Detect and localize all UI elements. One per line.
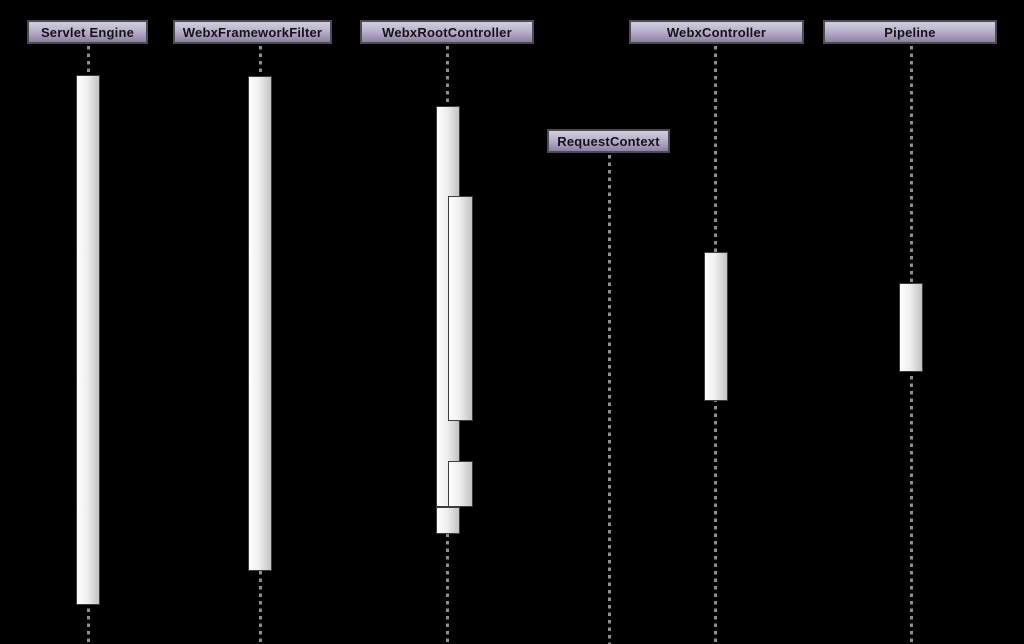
lifeline-label-request-context: RequestContext	[557, 133, 660, 149]
lifeline-label-webx-root-controller: WebxRootController	[382, 24, 512, 40]
activation-webx-controller	[704, 252, 728, 401]
lifeline-header-webx-controller: WebxController	[629, 20, 804, 44]
activation-webx-framework-filter	[248, 76, 272, 571]
lifeline-label-webx-controller: WebxController	[666, 24, 767, 40]
lifeline-label-webx-framework-filter: WebxFrameworkFilter	[182, 24, 323, 40]
activation-pipeline	[899, 283, 923, 372]
lifeline-header-request-context: RequestContext	[547, 129, 670, 153]
lifeline-header-webx-framework-filter: WebxFrameworkFilter	[173, 20, 332, 44]
lifeline-label-servlet-engine: Servlet Engine	[40, 24, 135, 40]
lifeline-header-servlet-engine: Servlet Engine	[27, 20, 148, 44]
activation-webx-root-controller-tail	[436, 507, 460, 534]
lifeline-label-pipeline: Pipeline	[884, 24, 936, 40]
lifeline-header-webx-root-controller: WebxRootController	[360, 20, 534, 44]
activation-webx-root-controller-nested-1	[448, 196, 473, 421]
lifeline-request-context	[607, 155, 611, 644]
activation-webx-root-controller-nested-2	[448, 461, 473, 507]
lifeline-header-pipeline: Pipeline	[823, 20, 997, 44]
activation-servlet-engine	[76, 75, 100, 605]
